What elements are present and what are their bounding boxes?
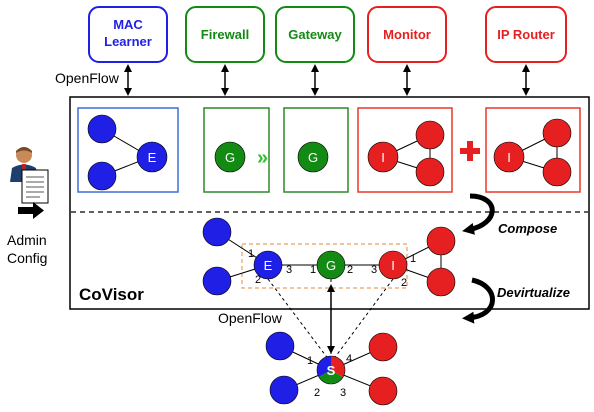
compose-arrow [462, 193, 495, 235]
virtual-firewall-topology: G [203, 107, 270, 193]
port-label: 2 [401, 277, 407, 289]
switch-i-label: I [381, 150, 385, 165]
host-node [426, 226, 456, 256]
host-node [269, 375, 299, 405]
host-node [368, 332, 398, 362]
app-arrows [124, 64, 530, 96]
compose-label: Compose [498, 221, 557, 236]
app-mac-learner: MAC Learner [88, 6, 168, 63]
port-label: 2 [255, 274, 261, 286]
devirtualize-label: Devirtualize [497, 285, 570, 300]
port-label: 3 [340, 387, 346, 399]
config-label: Config [7, 250, 47, 266]
composed-switch-group [241, 243, 408, 289]
sequential-compose-icon: » [257, 147, 268, 169]
host-node [542, 157, 572, 187]
app-mac-label-line2: Learner [104, 34, 152, 49]
port-label: 1 [307, 355, 313, 367]
port-label: 3 [371, 264, 377, 276]
switch-e-node [136, 141, 168, 173]
host-node [87, 114, 117, 144]
switch-e-label: E [148, 150, 157, 165]
port-label: 2 [347, 264, 353, 276]
host-node [202, 266, 232, 296]
parallel-compose-icon [460, 141, 480, 161]
app-ip-router: IP Router [485, 6, 567, 63]
app-monitor-label: Monitor [383, 27, 431, 42]
virtual-monitor-topology: I [357, 107, 453, 193]
admin-arrow-icon [18, 202, 44, 219]
app-mac-label-line1: MAC [113, 17, 143, 32]
app-gateway-label: Gateway [288, 27, 342, 42]
port-label: 2 [314, 387, 320, 399]
composed-i-label: I [391, 258, 395, 273]
app-gateway: Gateway [275, 6, 355, 63]
switch-i-node [367, 141, 399, 173]
openflow-bottom-label: OpenFlow [218, 310, 283, 326]
host-node [542, 118, 572, 148]
host-node [368, 376, 398, 406]
host-node [87, 161, 117, 191]
devirtualize-arrow [462, 277, 495, 324]
host-node [415, 120, 445, 150]
host-node [415, 157, 445, 187]
app-firewall-label: Firewall [201, 27, 249, 42]
virtual-ip-router-topology: I [485, 107, 581, 193]
switch-g-label: G [225, 150, 235, 165]
port-label: 4 [346, 353, 352, 365]
physical-switch-node [316, 355, 346, 385]
app-monitor: Monitor [367, 6, 447, 63]
app-ip-router-label: IP Router [497, 27, 555, 42]
switch-g-node [297, 141, 329, 173]
port-label: 3 [286, 264, 292, 276]
port-label: 1 [310, 264, 316, 276]
app-firewall: Firewall [185, 6, 265, 63]
virtual-gateway-topology: G [283, 107, 349, 193]
composed-g-label: G [326, 258, 336, 273]
switch-i-node [493, 141, 525, 173]
switch-i-label: I [507, 150, 511, 165]
admin-label: Admin [7, 232, 47, 248]
composed-topology: E G I 1 2 3 1 2 3 1 2 [202, 217, 456, 297]
port-label: 1 [248, 248, 254, 260]
openflow-top-label: OpenFlow [55, 70, 120, 86]
physical-topology: S 1 4 2 3 [265, 331, 398, 406]
host-node [202, 217, 232, 247]
switch-g-node [214, 141, 246, 173]
port-label: 1 [410, 253, 416, 265]
composed-e-label: E [264, 258, 273, 273]
switch-g-label: G [308, 150, 318, 165]
covisor-label: CoVisor [79, 285, 144, 304]
physical-switch-label: S [327, 363, 336, 378]
config-document-icon [21, 169, 49, 204]
virtual-mac-topology: E [77, 107, 179, 193]
host-node [426, 267, 456, 297]
host-node [265, 331, 295, 361]
